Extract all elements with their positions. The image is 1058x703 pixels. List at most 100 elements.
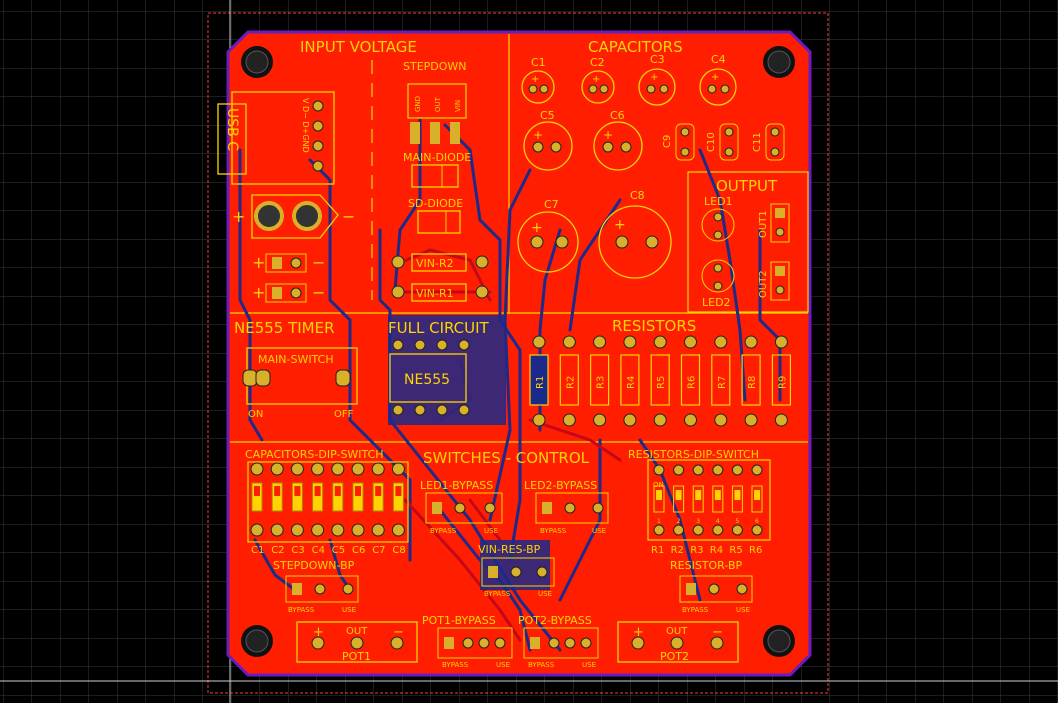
- svg-text:R7: R7: [717, 376, 728, 389]
- svg-text:C5: C5: [540, 109, 555, 122]
- svg-text:USE: USE: [496, 661, 510, 669]
- svg-text:V D− D+GND: V D− D+GND: [301, 98, 310, 153]
- cap-dip-switch-3[interactable]: C3: [290, 462, 305, 556]
- res-dip-switch-1[interactable]: 1R1: [651, 464, 665, 556]
- ne555-chip[interactable]: NE555: [389, 339, 470, 416]
- svg-text:R5: R5: [729, 545, 742, 556]
- cap-dip-switch-1[interactable]: C1: [250, 462, 264, 556]
- cap-c3[interactable]: C3 +: [638, 53, 676, 106]
- led1-bypass[interactable]: LED1-BYPASS BYPASS USE: [420, 479, 503, 535]
- vin-r1[interactable]: VIN-R1: [391, 283, 489, 302]
- cap-c11[interactable]: C11: [752, 123, 785, 161]
- svg-text:BYPASS: BYPASS: [288, 606, 315, 614]
- svg-text:C10: C10: [706, 132, 717, 152]
- svg-text:+: +: [252, 253, 265, 272]
- svg-text:USB C: USB C: [224, 108, 240, 151]
- svg-text:SD-DIODE: SD-DIODE: [408, 197, 463, 210]
- svg-text:LED2-BYPASS: LED2-BYPASS: [524, 479, 597, 492]
- svg-text:−: −: [312, 283, 325, 302]
- res-dip-switch-2[interactable]: 2R2: [671, 464, 685, 556]
- svg-text:BYPASS: BYPASS: [484, 590, 511, 598]
- main-diode[interactable]: MAIN-DIODE: [403, 151, 471, 188]
- sd-diode[interactable]: SD-DIODE: [408, 197, 463, 234]
- cap-c9[interactable]: C9: [662, 123, 695, 161]
- cap-dip-switch-2[interactable]: C2: [270, 462, 285, 556]
- cap-dip-switch-6[interactable]: C6: [351, 462, 365, 556]
- svg-text:4: 4: [716, 518, 720, 525]
- stepdown-module[interactable]: STEPDOWN GND OUT VIN: [403, 60, 467, 144]
- resistors-dip-switch[interactable]: RESISTORS-DIP-SWITCH ON 1R12R23R34R45R56…: [628, 448, 771, 556]
- svg-text:+: +: [614, 217, 626, 233]
- resistor-r5[interactable]: R5: [650, 335, 670, 427]
- svg-text:USE: USE: [538, 590, 552, 598]
- vin-res-bp[interactable]: VIN-RES-BP BYPASS USE: [478, 543, 555, 598]
- led2[interactable]: LED2: [701, 259, 735, 309]
- svg-text:R3: R3: [690, 545, 703, 556]
- svg-text:1: 1: [657, 518, 661, 525]
- resistor-bp[interactable]: RESISTOR-BP BYPASS USE: [670, 559, 753, 614]
- svg-text:R4: R4: [626, 376, 637, 389]
- cap-c8[interactable]: C8 +: [598, 189, 672, 279]
- res-dip-switch-6[interactable]: 6R6: [749, 464, 763, 556]
- cap-dip-switch-4[interactable]: C4: [311, 462, 325, 556]
- cap-dip-switch-5[interactable]: C5: [331, 462, 345, 556]
- svg-text:C8: C8: [630, 189, 645, 202]
- cap-dip-switch-8[interactable]: C8: [391, 462, 406, 556]
- cap-c2[interactable]: C2 +: [581, 56, 615, 104]
- cap-c6[interactable]: C6 +: [593, 109, 643, 171]
- mounting-holes: [241, 46, 795, 657]
- svg-text:LED2: LED2: [702, 296, 731, 309]
- resistor-r7[interactable]: R7: [711, 335, 731, 427]
- resistor-r8[interactable]: R8: [741, 335, 761, 427]
- out2-header[interactable]: OUT2: [758, 261, 790, 301]
- resistor-r2[interactable]: R2: [559, 335, 579, 427]
- svg-text:USE: USE: [592, 527, 606, 535]
- svg-text:C6: C6: [610, 109, 625, 122]
- resistor-r3[interactable]: R3: [589, 335, 610, 427]
- power-header-2[interactable]: + −: [252, 283, 325, 303]
- cap-c7[interactable]: C7 +: [517, 198, 579, 273]
- cap-c4[interactable]: C4 +: [699, 53, 737, 106]
- pot1-bypass[interactable]: POT1-BYPASS BYPASS USE: [422, 614, 513, 669]
- res-dip-switch-4[interactable]: 4R4: [710, 464, 724, 556]
- dc-barrel-jack[interactable]: + −: [232, 194, 355, 239]
- svg-text:GND: GND: [414, 96, 422, 112]
- resistor-r1[interactable]: R1: [529, 335, 549, 427]
- pot2-bypass[interactable]: POT2-BYPASS BYPASS USE: [518, 614, 599, 669]
- cap-c1[interactable]: C1 +: [521, 56, 555, 104]
- section-switches-control: SWITCHES - CONTROL: [423, 449, 590, 467]
- res-dip-switch-3[interactable]: 3R3: [690, 464, 704, 556]
- pot1[interactable]: + OUT − POT1: [296, 621, 418, 663]
- stepdown-bp[interactable]: STEPDOWN-BP BYPASS USE: [273, 559, 359, 614]
- pot2[interactable]: + OUT − POT2: [617, 621, 739, 663]
- vin-r2[interactable]: VIN-R2: [391, 253, 489, 272]
- section-full-circuit: FULL CIRCUIT: [388, 319, 490, 337]
- svg-text:2: 2: [677, 518, 681, 525]
- main-switch[interactable]: MAIN-SWITCH ON OFF: [242, 347, 358, 420]
- led2-bypass[interactable]: LED2-BYPASS BYPASS USE: [524, 479, 609, 535]
- power-header-1[interactable]: + −: [252, 253, 325, 273]
- svg-text:R1: R1: [535, 376, 546, 389]
- out1-header[interactable]: OUT1: [758, 203, 790, 243]
- led1[interactable]: LED1: [701, 195, 735, 242]
- usb-c-connector[interactable]: USB C V D− D+GND: [217, 91, 335, 185]
- svg-text:OUT2: OUT2: [758, 270, 769, 298]
- resistor-r4[interactable]: R4: [620, 335, 640, 427]
- cap-c5[interactable]: C5 +: [523, 109, 573, 171]
- resistor-r6[interactable]: R6: [680, 335, 701, 427]
- svg-text:STEPDOWN-BP: STEPDOWN-BP: [273, 559, 355, 572]
- svg-text:MAIN-SWITCH: MAIN-SWITCH: [258, 353, 334, 366]
- res-dip-switch-5[interactable]: 5R5: [729, 464, 743, 556]
- svg-text:+: +: [633, 625, 644, 640]
- svg-text:ON: ON: [653, 481, 664, 489]
- svg-text:+: +: [592, 74, 600, 85]
- svg-text:BYPASS: BYPASS: [540, 527, 567, 535]
- cap-dip-switch-7[interactable]: C7: [371, 462, 386, 556]
- svg-text:−: −: [312, 253, 325, 272]
- svg-text:MAIN-DIODE: MAIN-DIODE: [403, 151, 471, 164]
- cap-c10[interactable]: C10: [706, 123, 739, 161]
- resistor-r9[interactable]: R9: [771, 335, 792, 427]
